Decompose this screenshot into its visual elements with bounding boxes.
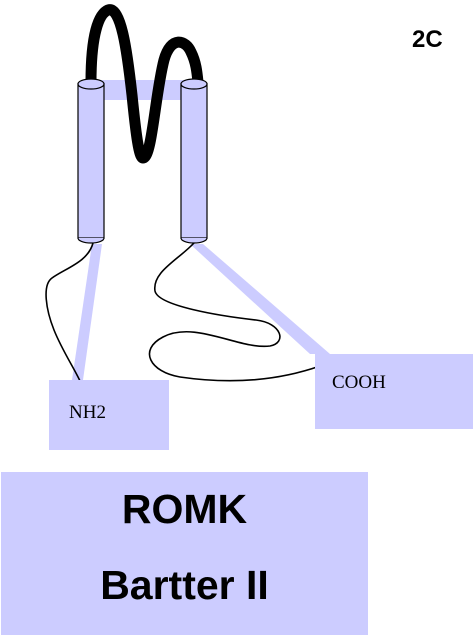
transmembrane-helix-1 [78,84,104,238]
helix-1-top [78,79,104,89]
panel-label: 2C [412,26,443,54]
n-terminus-text: NH2 [69,402,106,423]
c-terminal-tail [149,243,320,381]
n-terminus-label: NH2 [49,380,169,450]
c-terminus-callout [190,244,330,354]
syndrome-name: Bartter II [1,562,368,609]
protein-label-box: ROMK Bartter II [1,472,368,635]
protein-name: ROMK [1,486,368,533]
c-terminus-text: COOH [332,372,386,393]
c-terminus-label: COOH [315,354,473,429]
transmembrane-helix-2 [181,84,207,238]
helix-1-bottom [78,238,104,243]
n-terminus-callout [72,244,102,380]
helix-2-top [181,79,207,89]
helix-2-bottom [181,238,207,243]
